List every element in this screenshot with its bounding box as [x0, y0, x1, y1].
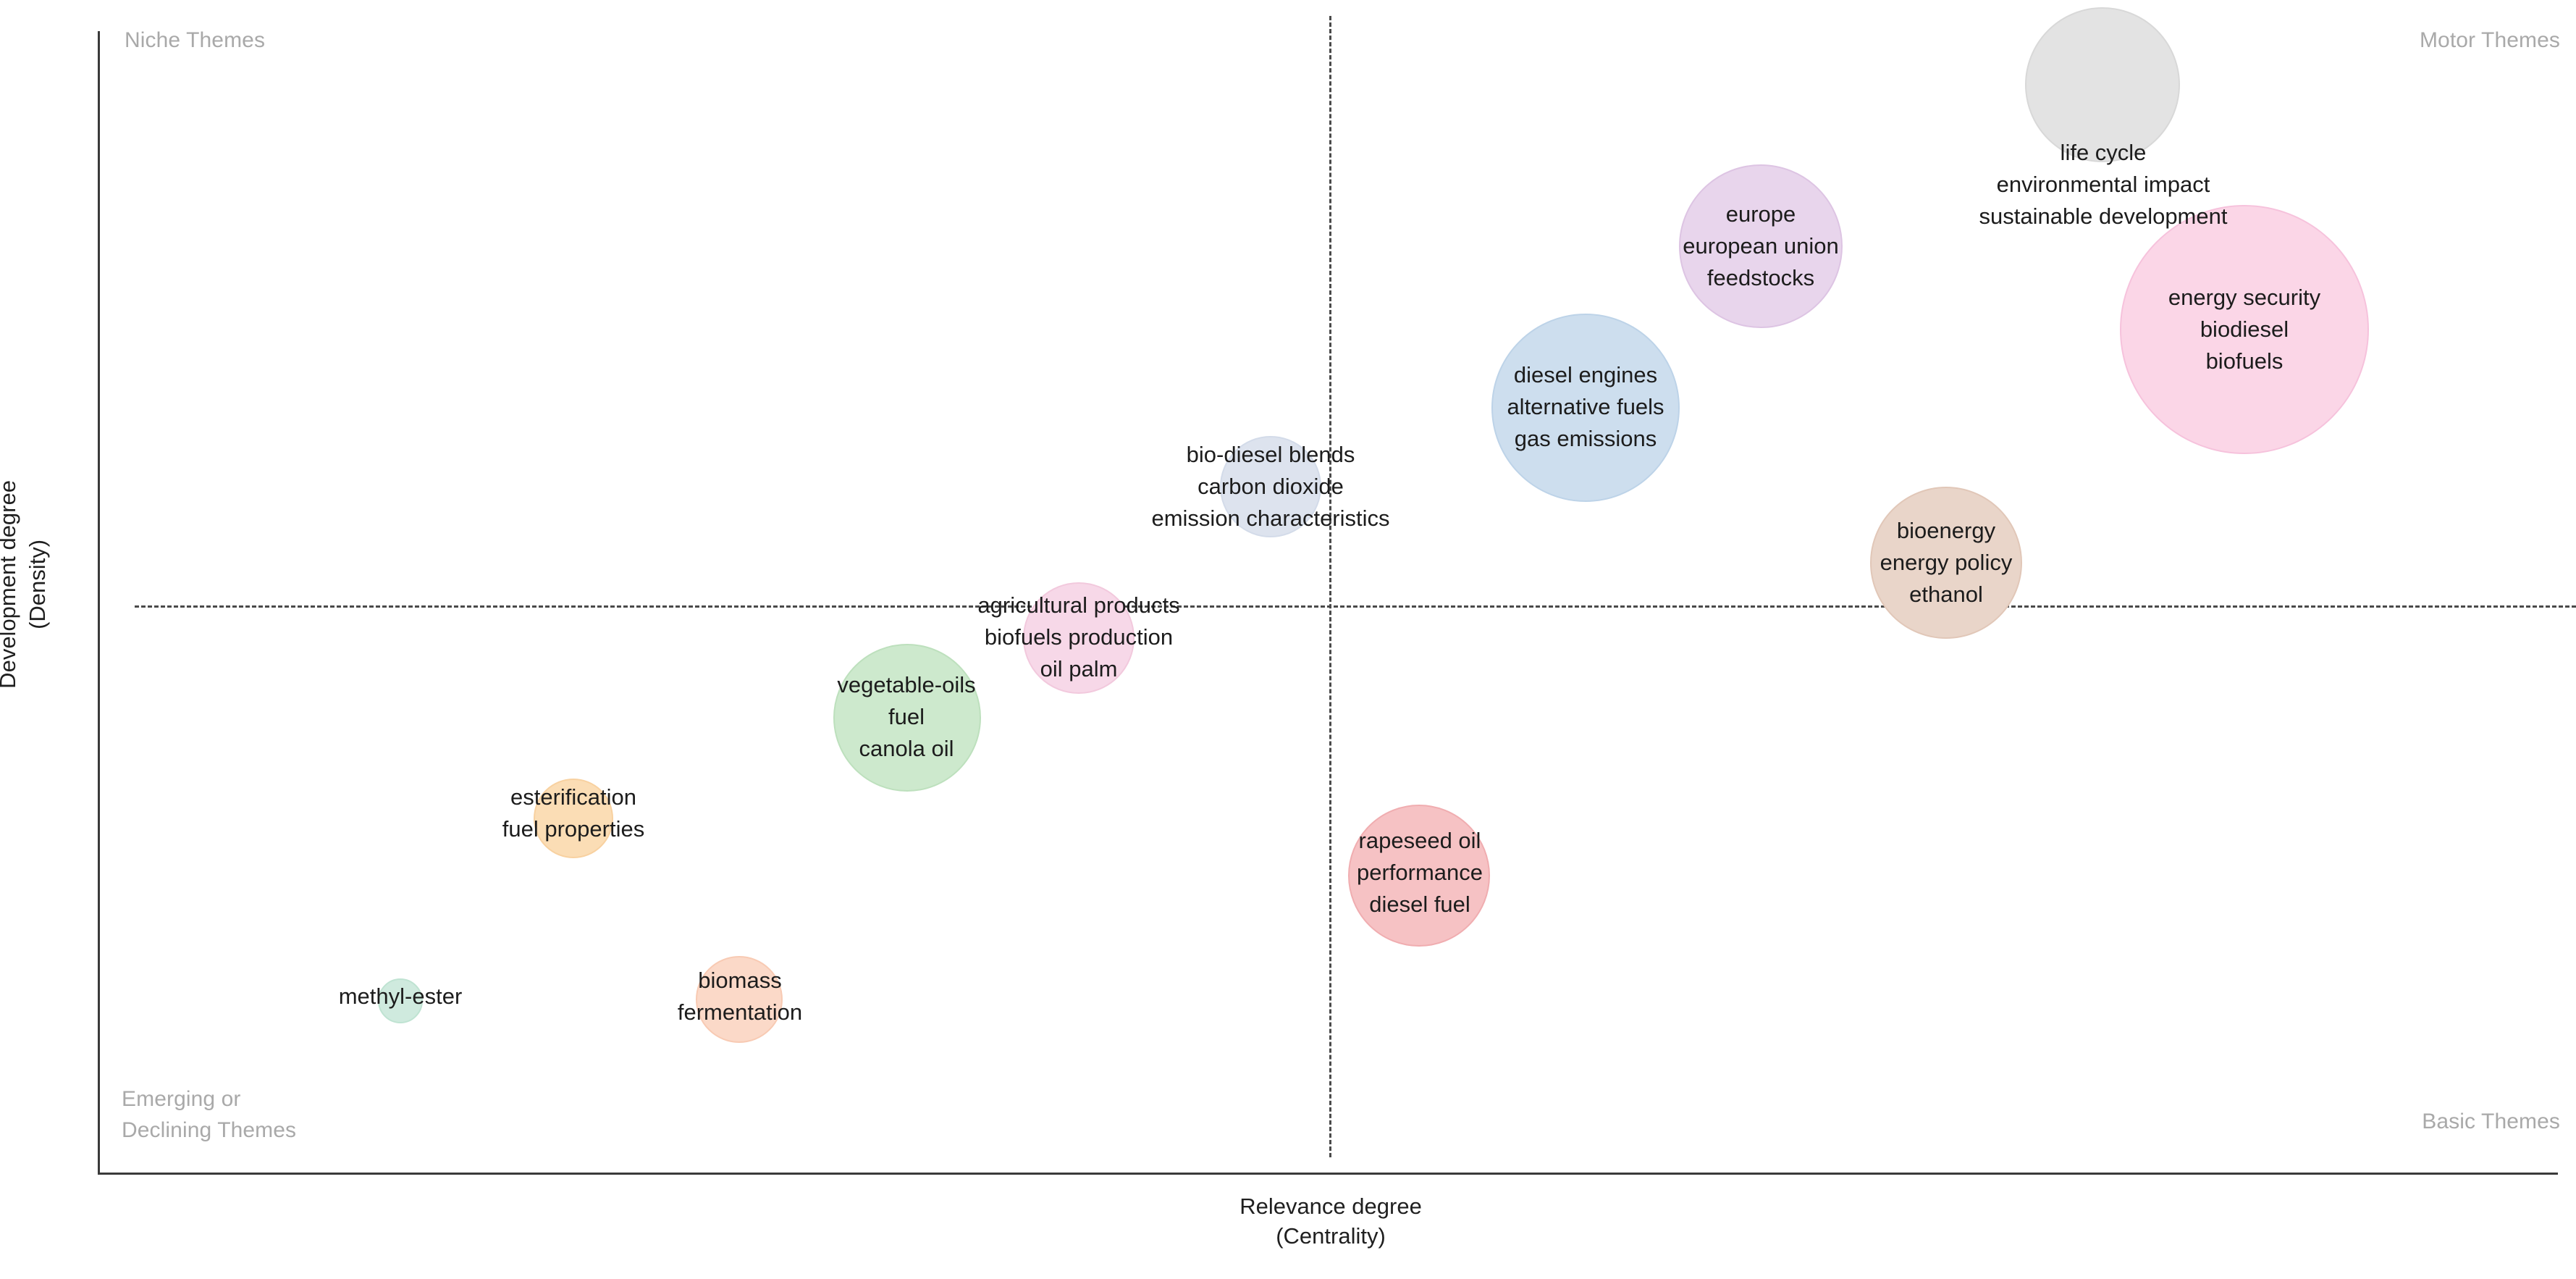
vertical-divider-line	[1329, 16, 1331, 1157]
bubble-europe-cluster[interactable]	[1679, 164, 1843, 328]
bubble-diesel-engines-cluster[interactable]	[1491, 314, 1680, 502]
bubble-methyl-ester-cluster[interactable]	[378, 978, 423, 1023]
bubble-energy-security-cluster[interactable]	[2120, 205, 2369, 454]
quadrant-label-emerging-or-declining-themes: Emerging or Declining Themes	[122, 1087, 297, 1142]
x-axis-line	[98, 1173, 2558, 1175]
horizontal-divider-line	[135, 605, 2576, 608]
bubble-vegetable-oils-cluster[interactable]	[833, 644, 981, 792]
quadrant-label-basic-themes: Basic Themes	[2422, 1110, 2560, 1133]
x-axis-title: Relevance degree (Centrality)	[1239, 1194, 1422, 1249]
bubble-bioenergy-cluster[interactable]	[1870, 487, 2022, 639]
bubble-esterification-cluster[interactable]	[534, 779, 613, 858]
bubble-rapeseed-oil-cluster[interactable]	[1348, 805, 1490, 947]
quadrant-label-motor-themes: Motor Themes	[2419, 28, 2560, 52]
bubble-life-cycle-cluster[interactable]	[2025, 7, 2180, 162]
bubble-agricultural-products-cluster[interactable]	[1023, 582, 1135, 694]
bubble-bio-diesel-blends-cluster[interactable]	[1220, 436, 1321, 537]
y-axis-line	[98, 31, 100, 1175]
bubble-biomass-cluster[interactable]	[696, 956, 783, 1043]
quadrant-label-niche-themes: Niche Themes	[125, 28, 266, 52]
